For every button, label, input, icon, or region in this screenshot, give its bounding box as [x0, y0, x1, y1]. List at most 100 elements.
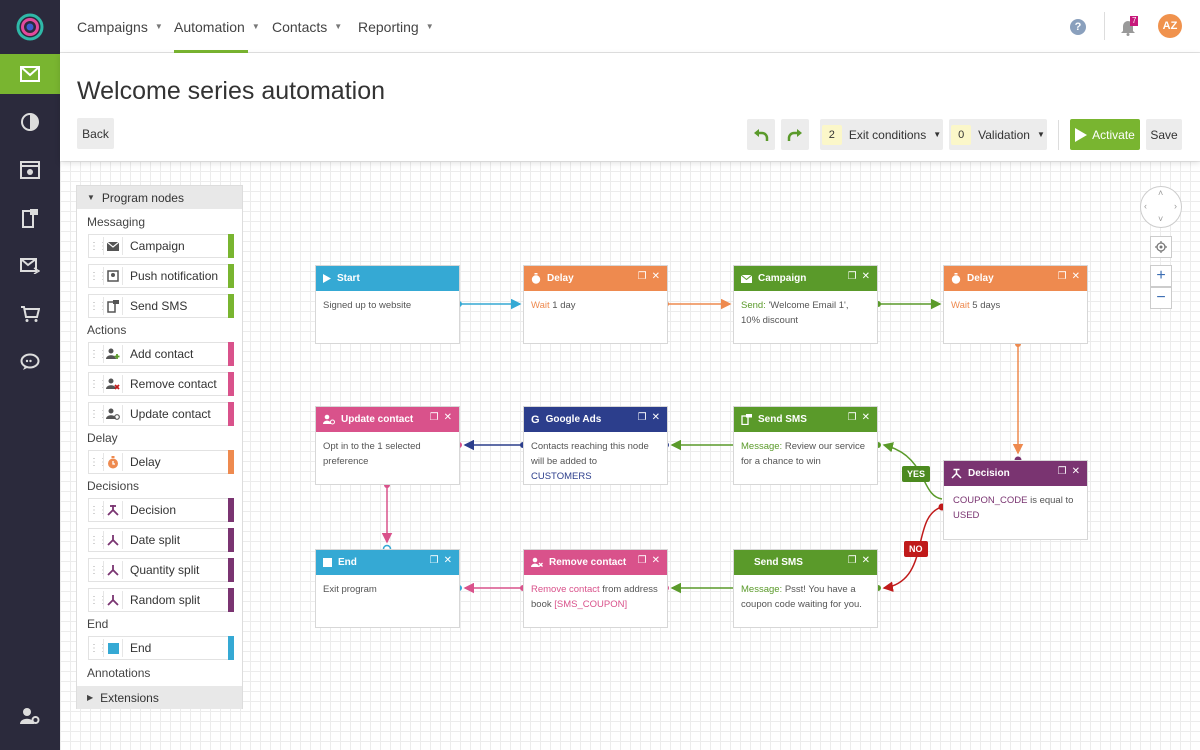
node-item-remove-contact[interactable]: ⋮⋮Remove contact: [88, 372, 234, 396]
pan-control[interactable]: ˄ ˅ ‹ ›: [1140, 186, 1182, 228]
copy-icon[interactable]: ❐: [1057, 466, 1067, 477]
node-item-random-split[interactable]: ⋮⋮Random split: [88, 588, 234, 612]
ecommerce-nav[interactable]: [0, 294, 60, 334]
close-icon[interactable]: ✕: [443, 412, 452, 423]
drag-handle-icon[interactable]: ⋮⋮: [89, 378, 108, 390]
zoom-in-button[interactable]: +: [1150, 265, 1172, 287]
play-icon: [1075, 127, 1088, 142]
drag-handle-icon[interactable]: ⋮⋮: [89, 456, 108, 468]
node-send-sms-2[interactable]: Send SMS❐✕ Message: Psst! You have a cou…: [733, 549, 878, 628]
node-header: Delay❐✕: [524, 266, 667, 291]
chevron-down-icon[interactable]: ˅: [1158, 214, 1164, 224]
chevron-up-icon[interactable]: ˄: [1158, 188, 1164, 198]
node-item-campaign[interactable]: ⋮⋮Campaign: [88, 234, 234, 258]
center-button[interactable]: [1150, 236, 1172, 258]
node-item-delay[interactable]: ⋮⋮Delay: [88, 450, 234, 474]
node-item-add-contact[interactable]: ⋮⋮Add contact: [88, 342, 234, 366]
stop-square-icon: [107, 642, 119, 654]
close-icon[interactable]: ✕: [861, 412, 870, 423]
close-icon[interactable]: ✕: [1071, 271, 1080, 282]
logo-icon[interactable]: [16, 13, 44, 41]
node-item-push[interactable]: ⋮⋮Push notification: [88, 264, 234, 288]
drag-handle-icon[interactable]: ⋮⋮: [89, 534, 108, 546]
node-campaign[interactable]: Campaign❐✕ Send: 'Welcome Email 1', 10% …: [733, 265, 878, 344]
node-delay-1[interactable]: Delay❐✕ Wait 1 day: [523, 265, 668, 344]
node-decision[interactable]: Decision❐✕ COUPON_CODE is equal to USED: [943, 460, 1088, 540]
close-icon[interactable]: ✕: [443, 555, 452, 566]
extensions-header[interactable]: ▶Extensions: [77, 686, 242, 709]
nav-automation[interactable]: Automation▼: [174, 0, 260, 53]
templates-nav[interactable]: [0, 246, 60, 286]
redo-button[interactable]: [781, 119, 809, 150]
workflow-canvas[interactable]: ▼Program nodes Messaging ⋮⋮Campaign ⋮⋮Pu…: [60, 161, 1200, 750]
user-settings-nav[interactable]: [0, 696, 60, 736]
drag-handle-icon[interactable]: ⋮⋮: [89, 642, 108, 654]
analytics-nav[interactable]: [0, 102, 60, 142]
copy-icon[interactable]: ❐: [637, 555, 647, 566]
landing-nav[interactable]: [0, 150, 60, 190]
split-icon: [951, 468, 962, 479]
chat-nav[interactable]: [0, 342, 60, 382]
drag-handle-icon[interactable]: ⋮⋮: [89, 408, 108, 420]
node-item-update-contact[interactable]: ⋮⋮Update contact: [88, 402, 234, 426]
node-header: Update contact❐✕: [316, 407, 459, 432]
node-update-contact[interactable]: Update contact❐✕ Opt in to the 1 selecte…: [315, 406, 460, 485]
nav-contacts[interactable]: Contacts▼: [272, 18, 343, 35]
close-icon[interactable]: ✕: [861, 555, 870, 566]
node-delay-2[interactable]: Delay❐✕ Wait 5 days: [943, 265, 1088, 344]
close-icon[interactable]: ✕: [861, 271, 870, 282]
chevron-right-icon[interactable]: ›: [1174, 201, 1177, 211]
split-icon: [107, 535, 119, 546]
panel-header[interactable]: ▼Program nodes: [77, 186, 242, 209]
node-body: Send: 'Welcome Email 1', 10% discount: [741, 300, 849, 326]
node-item-end[interactable]: ⋮⋮End: [88, 636, 234, 660]
drag-handle-icon[interactable]: ⋮⋮: [89, 504, 108, 516]
nav-reporting[interactable]: Reporting▼: [358, 18, 434, 35]
notifications-button[interactable]: 7: [1120, 16, 1139, 41]
sms-nav[interactable]: [0, 198, 60, 238]
drag-handle-icon[interactable]: ⋮⋮: [89, 270, 108, 282]
save-button[interactable]: Save: [1146, 119, 1182, 150]
copy-icon[interactable]: ❐: [429, 412, 439, 423]
node-start[interactable]: Start Signed up to website: [315, 265, 460, 344]
node-item-quantity-split[interactable]: ⋮⋮Quantity split: [88, 558, 234, 582]
email-nav[interactable]: [0, 54, 60, 94]
node-send-sms-1[interactable]: Send SMS❐✕ Message: Review our service f…: [733, 406, 878, 485]
copy-icon[interactable]: ❐: [847, 271, 857, 282]
chevron-left-icon[interactable]: ‹: [1144, 201, 1147, 211]
split-icon: [107, 505, 119, 516]
copy-icon[interactable]: ❐: [429, 555, 439, 566]
nav-campaigns[interactable]: Campaigns▼: [77, 18, 163, 35]
activate-button[interactable]: Activate: [1070, 119, 1140, 150]
copy-icon[interactable]: ❐: [637, 271, 647, 282]
drag-handle-icon[interactable]: ⋮⋮: [89, 594, 108, 606]
close-icon[interactable]: ✕: [1071, 466, 1080, 477]
copy-icon[interactable]: ❐: [1057, 271, 1067, 282]
drag-handle-icon[interactable]: ⋮⋮: [89, 564, 108, 576]
avatar[interactable]: AZ: [1158, 14, 1182, 38]
caret-down-icon: ▼: [933, 130, 942, 139]
close-icon[interactable]: ✕: [651, 412, 660, 423]
undo-button[interactable]: [747, 119, 775, 150]
drag-handle-icon[interactable]: ⋮⋮: [89, 240, 108, 252]
drag-handle-icon[interactable]: ⋮⋮: [89, 300, 108, 312]
close-icon[interactable]: ✕: [651, 555, 660, 566]
node-item-sms[interactable]: ⋮⋮Send SMS: [88, 294, 234, 318]
copy-icon[interactable]: ❐: [847, 412, 857, 423]
copy-icon[interactable]: ❐: [847, 555, 857, 566]
section-annotations[interactable]: Annotations: [87, 666, 151, 680]
node-item-date-split[interactable]: ⋮⋮Date split: [88, 528, 234, 552]
copy-icon[interactable]: ❐: [637, 412, 647, 423]
close-icon[interactable]: ✕: [651, 271, 660, 282]
back-button[interactable]: Back: [77, 118, 114, 149]
node-end[interactable]: End❐✕ Exit program: [315, 549, 460, 628]
node-remove-contact[interactable]: Remove contact❐✕ Remove contact from add…: [523, 549, 668, 628]
node-item-decision[interactable]: ⋮⋮Decision: [88, 498, 234, 522]
zoom-out-button[interactable]: −: [1150, 287, 1172, 309]
help-icon[interactable]: ?: [1070, 19, 1086, 35]
drag-handle-icon[interactable]: ⋮⋮: [89, 348, 108, 360]
